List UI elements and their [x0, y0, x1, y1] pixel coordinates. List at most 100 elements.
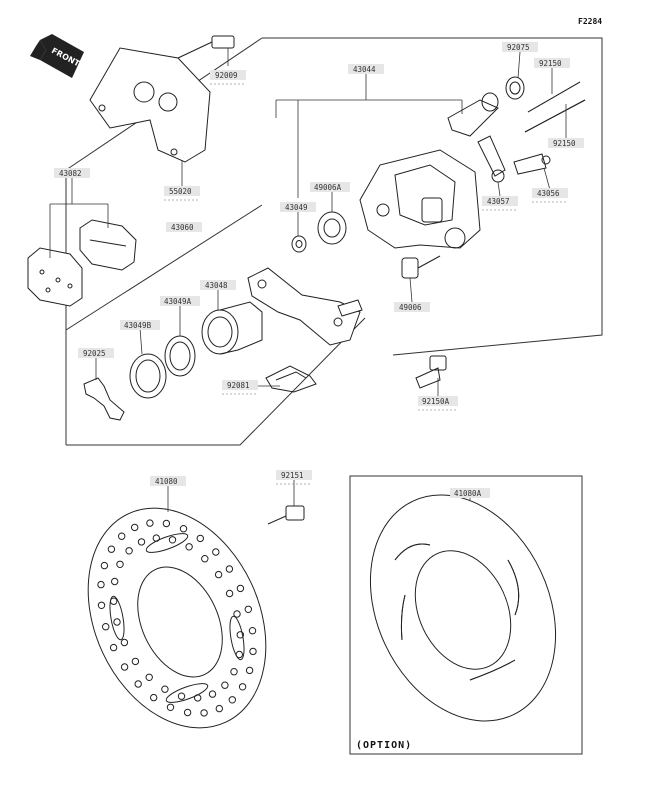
part-labels: 92009 55020 43082 43060 43044 92075 9215…	[54, 42, 584, 498]
label-92150-b: 92150	[553, 139, 576, 148]
disc-slot	[109, 595, 125, 641]
disc-vent-hole	[221, 681, 229, 689]
label-43048: 43048	[205, 281, 228, 290]
label-41080: 41080	[155, 477, 178, 486]
disc-vent-hole	[212, 548, 220, 556]
disc-vent-hole	[183, 708, 192, 717]
bolt-92009	[177, 35, 235, 59]
disc-vent-hole	[109, 643, 118, 652]
disc-vent-hole	[201, 555, 209, 563]
disc-slot	[165, 683, 209, 703]
label-43049a: 43049A	[164, 297, 192, 306]
disc-vent-hole	[131, 523, 139, 532]
disc-vent-hole	[100, 561, 109, 570]
disc-vent-hole	[228, 696, 237, 704]
pin-92150-b	[524, 99, 586, 133]
disc-vent-hole	[177, 692, 186, 700]
front-arrow-icon: FRONT	[30, 34, 84, 78]
disc-vent-hole	[245, 666, 254, 675]
label-92150-a: 92150	[539, 59, 562, 68]
disc-vent-hole	[161, 685, 169, 693]
disc-vent-hole	[150, 693, 158, 702]
disc-vent-hole	[145, 673, 153, 681]
caliper-group-outline	[262, 37, 603, 356]
bleeder-valve-43056	[513, 153, 551, 175]
disc-vent-hole	[233, 610, 241, 618]
seal-43049a	[164, 335, 196, 377]
piston-seal-upper	[447, 92, 499, 137]
disc-vent-hole	[107, 545, 116, 553]
label-43082: 43082	[59, 169, 82, 178]
disc-vent-hole	[118, 532, 126, 540]
disc-vent-hole	[116, 560, 124, 568]
label-43060: 43060	[171, 223, 194, 232]
piston-group-outline	[66, 317, 366, 446]
disc-vent-hole	[131, 657, 140, 666]
label-49006: 49006	[399, 303, 422, 312]
label-92081: 92081	[227, 381, 250, 390]
brake-disc	[87, 507, 267, 729]
disc-vent-hole	[162, 519, 171, 528]
caliper-body	[359, 149, 481, 249]
piston-43048	[201, 301, 263, 355]
option-label: (OPTION)	[356, 740, 412, 751]
seal-43049b	[129, 353, 167, 399]
label-92151: 92151	[281, 471, 304, 480]
pad-spring-92025	[83, 377, 125, 421]
disc-vent-hole	[102, 623, 110, 631]
disc-vent-hole	[248, 627, 257, 635]
disc-vent-hole	[125, 547, 133, 555]
disc-vent-hole	[137, 538, 146, 546]
brake-pad-set	[27, 219, 137, 307]
pin-43057	[477, 135, 506, 183]
seal-49006a	[317, 211, 347, 245]
disc-vent-hole	[120, 638, 129, 647]
label-92150a-bolt: 92150A	[422, 397, 450, 406]
bolt-92151	[267, 505, 305, 525]
disc-vent-hole	[179, 525, 188, 533]
leader-lines	[49, 48, 567, 512]
disc-vent-hole	[120, 663, 129, 671]
disc-vent-hole	[97, 580, 105, 589]
label-49006a: 49006A	[314, 183, 342, 192]
figure-code: F2284	[578, 17, 602, 26]
disc-vent-hole	[146, 519, 154, 527]
disc-vent-hole	[208, 690, 217, 698]
disc-vent-hole	[168, 536, 177, 544]
disc-vent-hole	[97, 601, 106, 609]
pad-spring-92081	[265, 365, 317, 393]
bolt-49006	[401, 255, 441, 279]
disc-slot	[145, 533, 189, 553]
label-92025: 92025	[83, 349, 106, 358]
pin-92150-a	[527, 81, 581, 113]
disc-vent-hole	[214, 570, 223, 579]
label-43056: 43056	[537, 189, 560, 198]
disc-vent-hole	[200, 709, 208, 717]
washer-43049	[291, 235, 307, 253]
disc-vent-hole	[230, 668, 238, 676]
pin-sleeve-92075	[505, 76, 525, 100]
disc-vent-hole	[236, 631, 245, 639]
disc-vent-hole	[225, 589, 234, 598]
caliper-bracket	[89, 47, 211, 163]
disc-vent-hole	[244, 605, 253, 613]
label-41080a: 41080A	[454, 489, 482, 498]
disc-vent-hole	[238, 683, 247, 691]
label-43049b: 43049B	[124, 321, 152, 330]
disc-vent-hole	[113, 618, 121, 626]
label-55020: 55020	[169, 187, 192, 196]
disc-vent-hole	[111, 577, 119, 586]
caliper-support	[247, 267, 363, 346]
disc-vent-hole	[166, 703, 175, 711]
label-43049: 43049	[285, 203, 308, 212]
label-43057: 43057	[487, 197, 510, 206]
label-43044: 43044	[353, 65, 376, 74]
disc-vent-hole	[225, 565, 234, 573]
disc-slot	[229, 615, 245, 661]
label-92075: 92075	[507, 43, 530, 52]
label-92009: 92009	[215, 71, 238, 80]
disc-vent-hole	[134, 680, 142, 688]
option-box	[349, 475, 583, 755]
